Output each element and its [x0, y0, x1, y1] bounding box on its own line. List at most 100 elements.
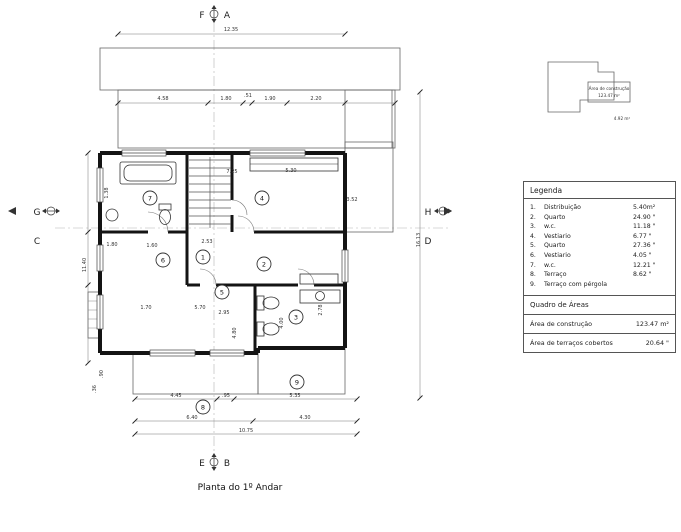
room-number-bubble — [214, 284, 230, 300]
marker-letter: F — [199, 11, 204, 21]
windows — [96, 149, 349, 357]
bidet-icon — [262, 322, 280, 336]
dimension-label: .51 — [244, 93, 252, 99]
legend-item-number: 7. — [530, 261, 536, 269]
legend-item-area: 4.05 " — [633, 252, 652, 260]
legend-item-number: 3. — [530, 223, 536, 231]
area-row-construction: Área de construção 123.47 m² — [523, 315, 676, 335]
edge-arrow-icon — [8, 207, 16, 215]
section-axes — [55, 22, 448, 455]
exterior-walls — [98, 151, 347, 355]
room-number-bubble — [195, 399, 211, 415]
roof-outline — [99, 47, 401, 233]
room-number: 1 — [201, 253, 205, 261]
toilet-tank-icon — [256, 295, 265, 311]
dimension-label: 10.75 — [239, 428, 253, 434]
dimension-label: 4.58 — [157, 96, 168, 102]
toilet-icon — [262, 296, 280, 310]
dimension-label: 1.80 — [220, 96, 231, 102]
dimension-label: 4.30 — [299, 415, 310, 421]
legend-item-number: 1. — [530, 204, 536, 211]
dimension-label: 1.70 — [140, 305, 151, 311]
dimension-label: 2.78 — [318, 304, 324, 315]
room-number: 5 — [220, 288, 224, 296]
legend-title: Legenda — [524, 182, 675, 199]
area-value: 123.47 m² — [635, 320, 669, 329]
legend-item-area: 24.90 " — [633, 213, 656, 221]
room-number: 3 — [294, 313, 298, 321]
legend-item-name: Distribuição — [544, 204, 581, 211]
legend-item-area: 8.62 " — [633, 271, 652, 279]
sink-icon — [315, 291, 325, 301]
legend-item-area: 5.40m² — [633, 204, 656, 211]
dimension-label: .36 — [92, 385, 98, 393]
info-panel: Legenda 1. Distribuição 5.40m² 2. Quarto 24.9… — [523, 181, 676, 354]
legend-item: 7.w.c.12.21 " — [530, 261, 669, 271]
dimension-label: 1.60 — [146, 243, 157, 249]
section-marker-top: F A — [199, 4, 231, 24]
dimension-label: 2.20 — [310, 96, 321, 102]
dimension-label: 5.35 — [289, 393, 300, 399]
dimension-label: 12.35 — [224, 27, 238, 33]
vanity-counter — [299, 289, 341, 304]
legend-item-name: Terraço com pérgola — [544, 280, 608, 288]
legend-item-name: Vestiario — [544, 252, 571, 260]
dimension-label: 3.52 — [346, 197, 357, 203]
section-marker-right: H D — [425, 206, 453, 247]
dimension-label: 1.90 — [264, 96, 275, 102]
keyplan-value: 123.47 m² — [598, 93, 620, 98]
legend-item: 1. Distribuição 5.40m² — [530, 203, 669, 213]
marker-letter: H — [425, 208, 432, 218]
legend-item-area: 6.77 " — [633, 232, 652, 240]
legend-items: 1. Distribuição 5.40m² 2. Quarto 24.90 "3.w.c… — [524, 199, 675, 295]
legend-item-name: Terraço — [544, 271, 567, 279]
toilet-tank-icon — [158, 203, 172, 211]
keyplan-label: Área de construção — [589, 86, 630, 91]
dimension-label: 11.40 — [82, 258, 88, 272]
section-symbol-icon — [209, 4, 219, 24]
dimension-label: 6.40 — [186, 415, 197, 421]
legend-item: 2. Quarto 24.90 " — [530, 213, 669, 223]
toilet-icon — [159, 209, 171, 225]
bathtub-icon — [119, 161, 177, 185]
legend-item: 3.w.c.11.18 " — [530, 222, 669, 232]
dimension-label: 5.70 — [194, 305, 205, 311]
dimension-lines — [87, 33, 421, 435]
area-value: 20.64 " — [645, 339, 669, 348]
room-number: 2 — [262, 260, 266, 268]
keyplan-side-value: 4.92 m² — [614, 116, 631, 121]
legend-item-area: 12.21 " — [633, 261, 656, 269]
room-number-bubble — [142, 190, 158, 206]
section-marker-bottom: E B — [199, 452, 230, 472]
marker-letter: G — [34, 208, 41, 218]
dimension-label: 5.30 — [285, 168, 296, 174]
section-symbol-icon — [41, 206, 61, 216]
legend-item-name: Vestiario — [544, 232, 571, 240]
staircase — [189, 157, 231, 228]
legend-item: 4. Vestiario 6.77 " — [530, 232, 669, 242]
door-swings — [147, 199, 315, 286]
legend-item-number: 4. — [530, 232, 536, 240]
room-number: 4 — [260, 194, 264, 202]
legend-item-area: 11.18 " — [633, 223, 656, 231]
room-number: 6 — [161, 256, 165, 264]
legend-item-name: Quarto — [544, 242, 566, 250]
dimension-label: 1.80 — [106, 242, 117, 248]
sink-icon — [105, 208, 119, 222]
legend-item-number: 2. — [530, 213, 536, 221]
room-number-bubble — [155, 252, 171, 268]
dimension-label: 16.13 — [416, 233, 422, 247]
fixtures — [105, 157, 341, 337]
room-number: 8 — [201, 403, 205, 411]
terrace-8 — [132, 352, 259, 395]
legend-box: Legenda 1. Distribuição 5.40m² 2. Quarto 24.9… — [523, 181, 676, 297]
marker-letter: E — [199, 459, 205, 469]
legend-item-name: Quarto — [544, 213, 566, 221]
